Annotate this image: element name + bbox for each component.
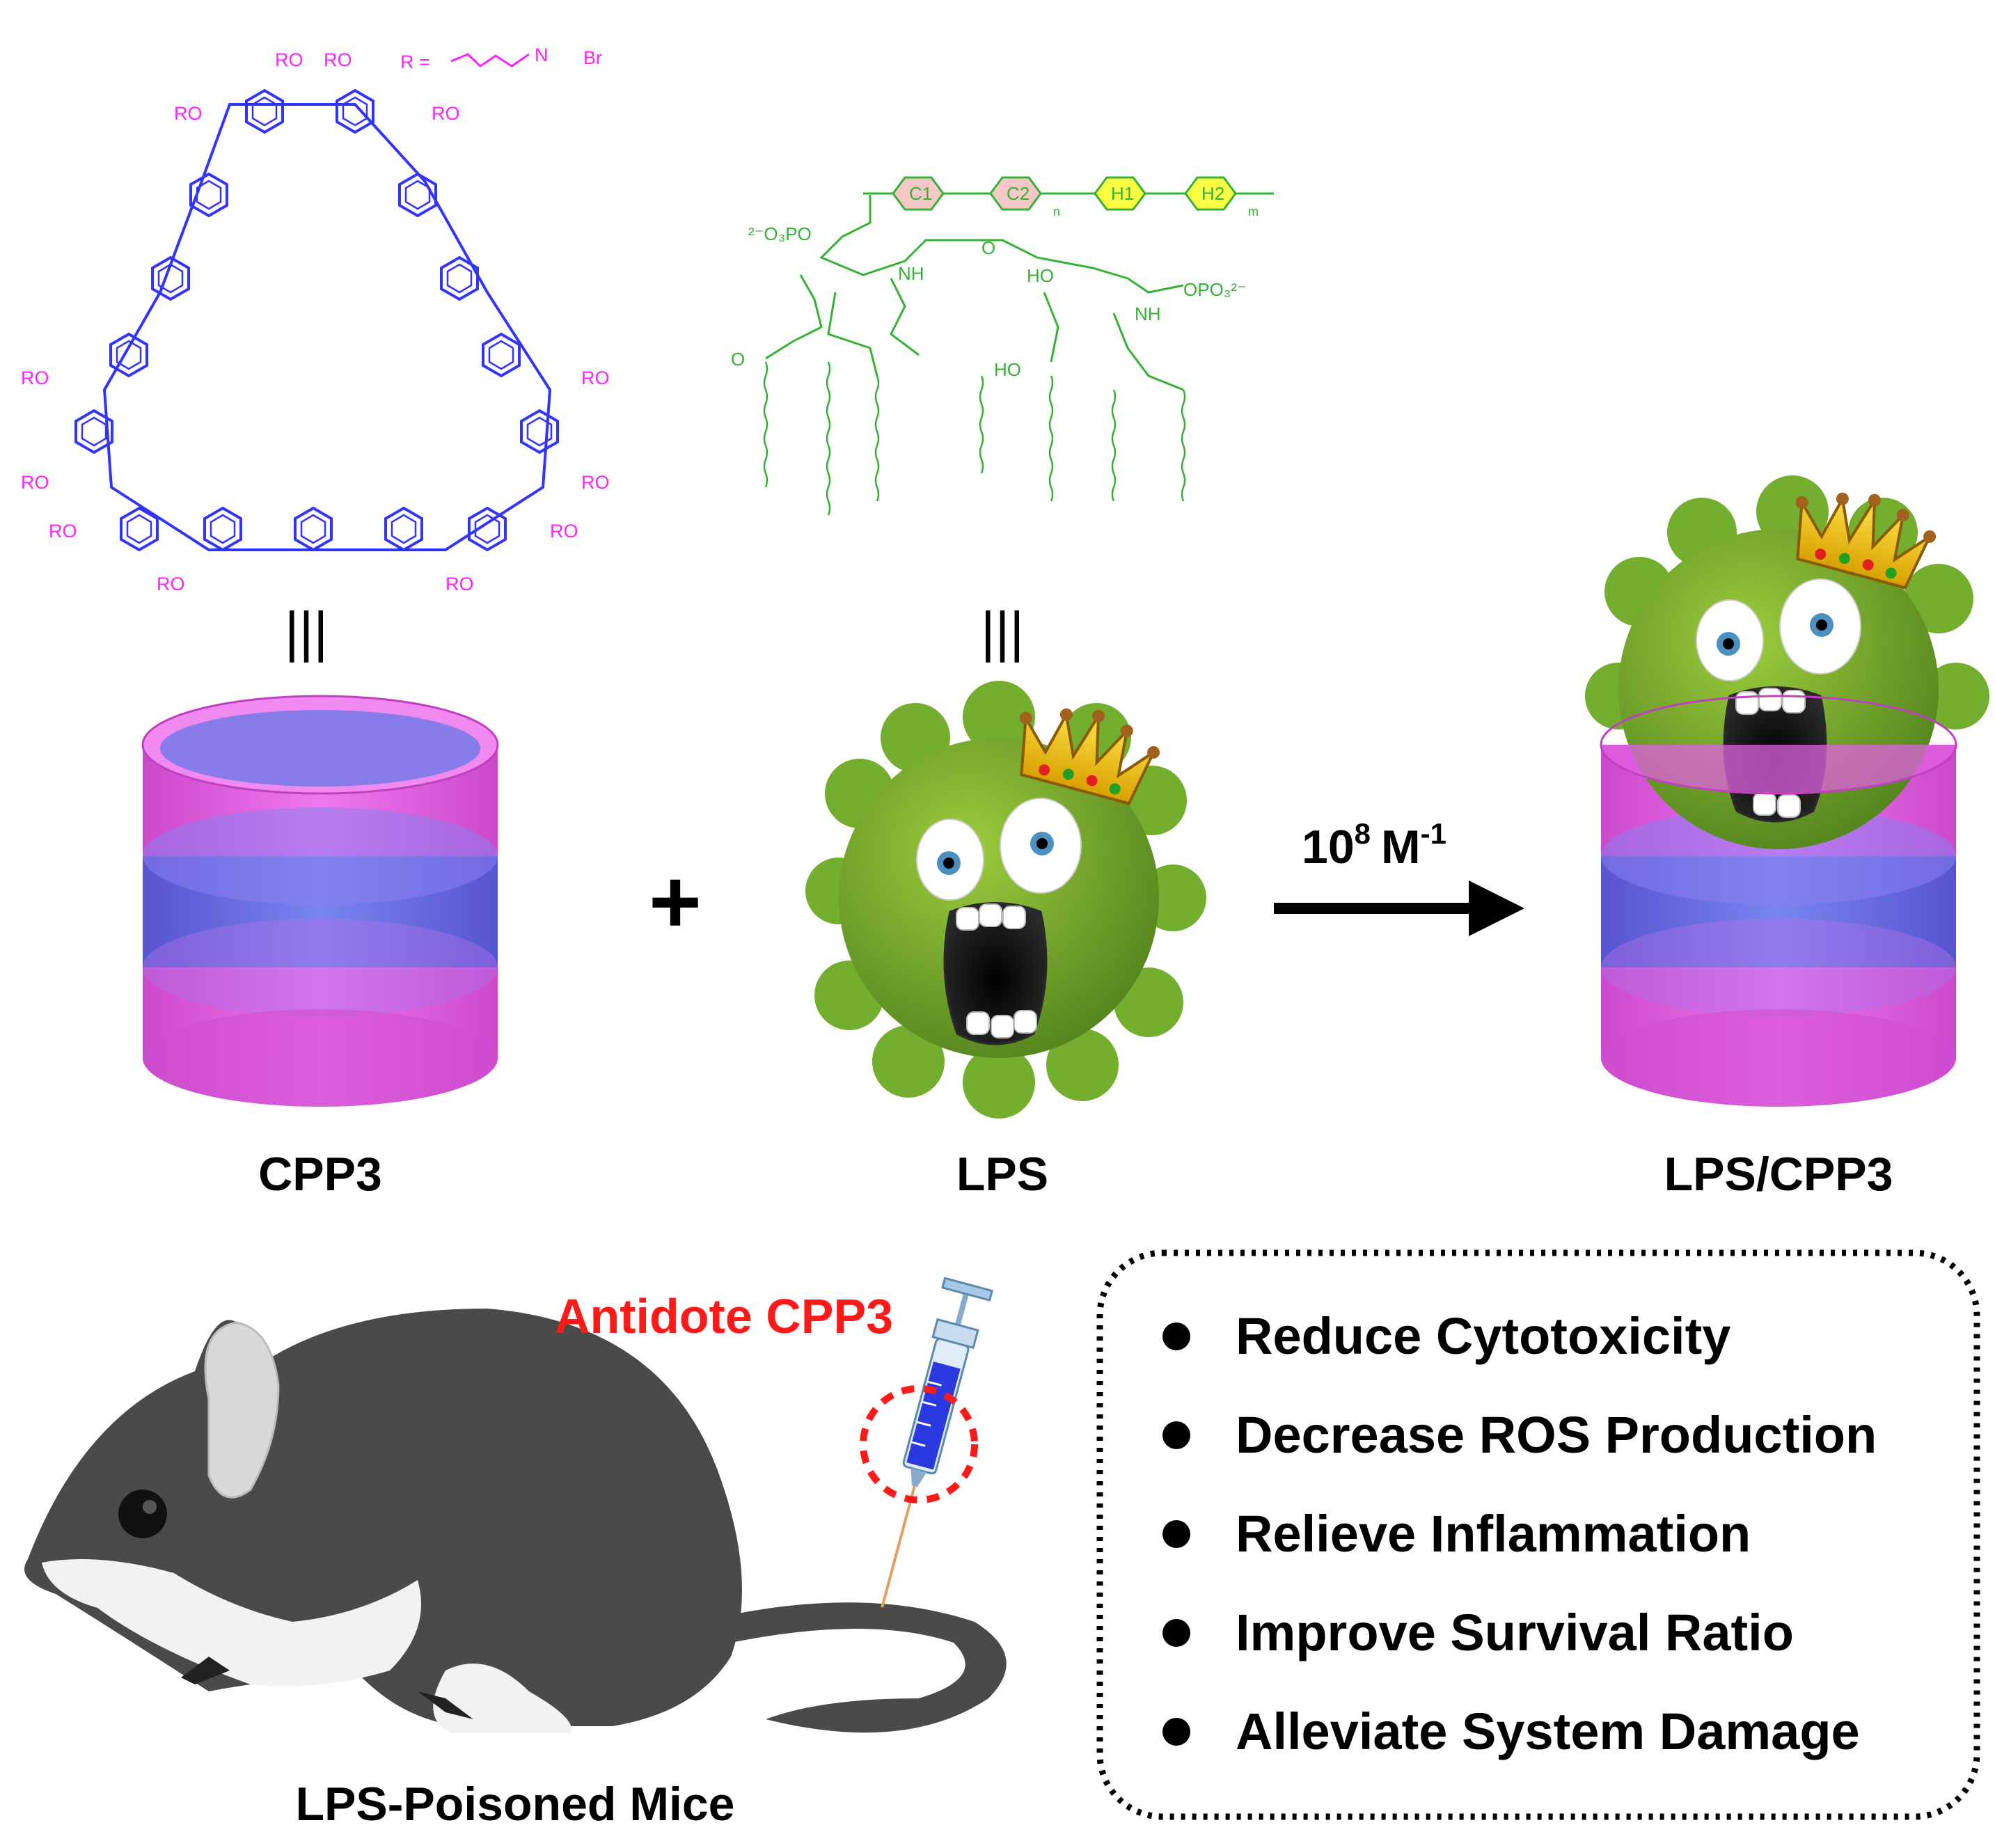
mouse-back-paw	[418, 1691, 473, 1719]
r-definition: R =	[400, 52, 430, 72]
macrocycle-ring-4	[398, 173, 437, 217]
mice-label: LPS-Poisoned Mice	[296, 1778, 735, 1831]
plus-sign: +	[649, 851, 702, 952]
nh-label: NH	[1135, 303, 1161, 324]
lps-germ-cartoon	[805, 681, 1206, 1119]
bullet-icon	[1162, 1322, 1190, 1350]
benefit-text: Decrease ROS Production	[1236, 1406, 1877, 1464]
antidote-label: Antidote CPP3	[555, 1289, 893, 1343]
macrocycle-ring-3	[189, 173, 228, 217]
ro-label: RO	[550, 521, 578, 542]
germ-eye-left	[916, 819, 984, 901]
benefit-text: Reduce Cytotoxicity	[1236, 1307, 1730, 1365]
germ-mouth	[943, 902, 1048, 1045]
ro-label: RO	[174, 103, 203, 124]
phosphate-right: OPO₃²⁻	[1183, 279, 1247, 300]
binding-constant-unit-exponent: -1	[1421, 817, 1446, 850]
complex-label: LPS/CPP3	[1664, 1148, 1893, 1201]
unit-c2: C2	[1007, 183, 1030, 204]
benefit-text: Relieve Inflammation	[1236, 1505, 1751, 1563]
unit-h2: H2	[1201, 183, 1224, 204]
cpp3-label: CPP3	[258, 1148, 382, 1201]
ro-label: RO	[581, 368, 610, 388]
benefit-item: Relieve Inflammation	[1162, 1505, 1751, 1563]
macrocycle-ring-14	[384, 507, 423, 551]
cpp3-macrocycle-structure: RO RO RO RO RO RO RO RO RO RO RO RO R = …	[21, 45, 610, 594]
ro-label: RO	[157, 574, 185, 594]
mouse-eye	[118, 1490, 167, 1538]
ho-label: HO	[994, 359, 1021, 380]
macrocycle-ring-10	[520, 409, 559, 454]
lps-cpp3-complex	[1585, 473, 1989, 1107]
bromide-counterion: Br	[583, 47, 602, 68]
macrocycle-ring-1	[245, 89, 284, 134]
ro-label: RO	[324, 49, 352, 70]
o-label: O	[981, 237, 995, 258]
repeat-m: m	[1248, 205, 1259, 219]
macrocycle-ring-9	[74, 409, 113, 454]
phosphate-left: ²⁻O₃PO	[748, 223, 812, 244]
bullet-icon	[1162, 1718, 1190, 1746]
lps-chemical-structure: C1 C2 H1 H2 n m ²⁻O₃PO OPO₃²⁻ NH NH HO H…	[731, 176, 1274, 516]
macrocycle-ring-8	[482, 333, 521, 377]
ho-label: HO	[1027, 265, 1054, 286]
ro-label: RO	[21, 472, 49, 493]
lps-label: LPS	[956, 1148, 1048, 1201]
ro-label: RO	[432, 103, 460, 124]
macrocycle-ring-5	[151, 256, 190, 301]
bullet-icon	[1162, 1520, 1190, 1548]
mouse-belly	[42, 1559, 421, 1687]
o-label: O	[731, 349, 745, 370]
ammonium-nitrogen: N	[535, 45, 549, 65]
macrocycle-ring-13	[294, 507, 333, 551]
benefit-text: Improve Survival Ratio	[1236, 1604, 1794, 1661]
unit-c1: C1	[909, 183, 932, 204]
ro-label: RO	[21, 368, 49, 388]
ro-label: RO	[581, 472, 610, 493]
syringe-icon	[881, 1277, 994, 1608]
benefit-item: Alleviate System Damage	[1162, 1703, 1860, 1760]
benefits-box: Reduce Cytotoxicity Decrease ROS Product…	[1096, 1249, 1980, 1820]
benefit-text: Alleviate System Damage	[1236, 1703, 1860, 1760]
equivalence-mark-lps: |||	[981, 601, 1024, 663]
ro-label: RO	[275, 49, 303, 70]
germ-body	[839, 738, 1159, 1058]
mouse-ear	[204, 1321, 280, 1499]
nh-label: NH	[898, 263, 924, 284]
cpp3-cylinder	[141, 695, 499, 1107]
mouse-illustration	[24, 1309, 1007, 1733]
ro-label: RO	[445, 574, 474, 594]
binding-constant-unit: M	[1381, 821, 1421, 874]
macrocycle-ring-2	[336, 89, 374, 134]
equivalence-mark-cpp3: |||	[285, 601, 328, 663]
macrocycle-ring-6	[440, 256, 479, 301]
bullet-icon	[1162, 1619, 1190, 1647]
germ-eye-right	[1000, 798, 1082, 894]
bullet-icon	[1162, 1421, 1190, 1449]
repeat-n: n	[1053, 205, 1060, 219]
macrocycle-ring-15	[468, 507, 507, 551]
binding-constant-base: 10	[1302, 821, 1355, 874]
macrocycle-ring-11	[120, 507, 159, 551]
binding-constant-exponent: 8	[1355, 817, 1371, 850]
ro-label: RO	[49, 521, 77, 542]
mouse-tail	[731, 1602, 1007, 1733]
injection-highlight	[860, 1385, 978, 1503]
unit-h1: H1	[1111, 183, 1134, 204]
binding-arrow	[1274, 880, 1524, 936]
benefit-item: Improve Survival Ratio	[1162, 1604, 1794, 1661]
benefit-item: Decrease ROS Production	[1162, 1406, 1877, 1464]
macrocycle-ring-7	[109, 333, 148, 377]
mouse-front-paw	[181, 1657, 230, 1684]
benefit-item: Reduce Cytotoxicity	[1162, 1307, 1730, 1365]
macrocycle-ring-12	[203, 507, 242, 551]
